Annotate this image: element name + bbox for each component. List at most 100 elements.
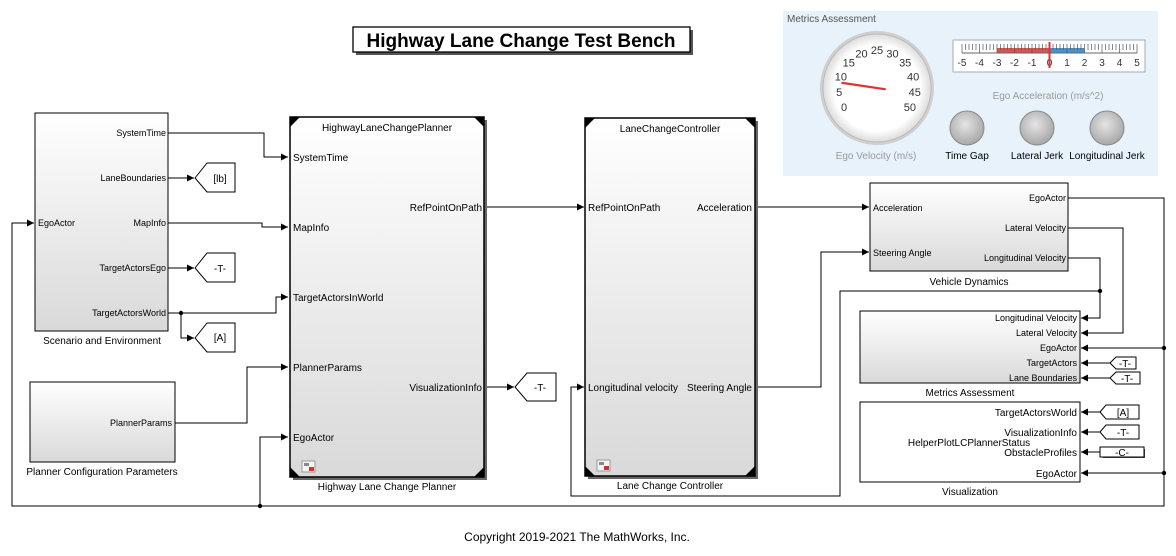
block-highway-lane-change-planner[interactable]: HighwayLaneChangePlanner SystemTime MapI… xyxy=(289,116,487,493)
port-refpointonpath-out: RefPointOnPath xyxy=(410,203,482,214)
port-systemtime-in: SystemTime xyxy=(293,153,349,164)
port-obstacleprofiles-in: ObstacleProfiles xyxy=(1004,448,1077,459)
accel-tick-label: 1 xyxy=(1064,58,1070,69)
block-label: Visualization xyxy=(942,487,998,498)
gauge-tick-label: 30 xyxy=(886,48,898,60)
port-mapinfo-out: MapInfo xyxy=(133,218,166,228)
gauge-tick-label: 0 xyxy=(841,102,847,114)
block-vehicle-dynamics[interactable]: Acceleration Steering Angle EgoActor Lat… xyxy=(869,182,1069,288)
tag-text: [lb] xyxy=(213,174,227,185)
from-tag-t-metrics-1[interactable]: -T- xyxy=(1109,356,1137,370)
block-label: Vehicle Dynamics xyxy=(930,277,1009,288)
port-targetactorsinworld-in: TargetActorsInWorld xyxy=(293,293,383,304)
signal-lines xyxy=(11,132,1165,507)
tag-text: -T- xyxy=(214,264,226,275)
accel-tick-label: 3 xyxy=(1099,58,1105,69)
gauge-tick-label: 50 xyxy=(904,102,916,114)
port-acceleration-in: Acceleration xyxy=(873,203,923,213)
port-laneboundaries-out: LaneBoundaries xyxy=(100,173,166,183)
ego-velocity-label: Ego Velocity (m/s) xyxy=(836,151,917,162)
from-tag-a-vis[interactable]: [A] xyxy=(1099,404,1140,420)
port-targetactorsworld-out: TargetActorsWorld xyxy=(92,308,166,318)
block-center-text: HelperPlotLCPlannerStatus xyxy=(908,438,1030,449)
constant-c[interactable]: -C- xyxy=(1099,446,1145,459)
gauge-tick-label: 40 xyxy=(907,71,919,83)
block-header: LaneChangeController xyxy=(620,124,721,135)
port-visualizationinfo-in: VisualizationInfo xyxy=(1004,428,1077,439)
block-label: Scenario and Environment xyxy=(43,336,161,347)
accel-tick-label: 2 xyxy=(1082,58,1088,69)
port-steering-angle-in: Steering Angle xyxy=(873,248,932,258)
gauge-tick-label: 10 xyxy=(835,71,847,83)
tag-text: [A] xyxy=(1117,408,1129,419)
accel-tick-label: 5 xyxy=(1134,58,1140,69)
gauge-tick-label: 45 xyxy=(909,87,921,99)
port-longitudinal-velocity-in: Longitudinal velocity xyxy=(588,383,678,394)
port-lateral-velocity-in: Lateral Velocity xyxy=(1016,328,1078,338)
port-lane-boundaries-in: Lane Boundaries xyxy=(1009,373,1078,383)
from-tag-t-vis[interactable]: -T- xyxy=(1099,424,1140,440)
port-plannerparams-in: PlannerParams xyxy=(293,363,362,374)
ego-acceleration-label: Ego Acceleration (m/s^2) xyxy=(993,91,1104,102)
gauge-tick-label: 15 xyxy=(843,58,855,70)
lamp-lateral-jerk[interactable]: Lateral Jerk xyxy=(1011,110,1064,162)
port-targetactorsworld-in: TargetActorsWorld xyxy=(995,408,1077,419)
model-title: Highway Lane Change Test Bench xyxy=(352,26,693,55)
accel-red-range xyxy=(997,48,1050,53)
block-label: Planner Configuration Parameters xyxy=(26,467,177,478)
branch-points xyxy=(178,288,1167,509)
block-metrics-assessment[interactable]: Longitudinal Velocity Lateral Velocity E… xyxy=(859,310,1081,399)
lamp-time-gap-label: Time Gap xyxy=(945,151,989,162)
model-reference-icon xyxy=(596,459,611,472)
port-targetactors-in: TargetActors xyxy=(1026,358,1077,368)
accel-tick-label: -5 xyxy=(958,58,967,69)
port-lateral-velocity-out: Lateral Velocity xyxy=(1005,223,1067,233)
tag-text: -T- xyxy=(1117,428,1129,439)
gauge-tick-label: 5 xyxy=(836,87,842,99)
lamp-time-gap[interactable]: Time Gap xyxy=(945,110,989,162)
goto-tag-a[interactable]: [A] xyxy=(194,322,236,353)
metrics-dashboard-title: Metrics Assessment xyxy=(787,14,876,25)
lamp-longitudinal-jerk-label: Longitudinal Jerk xyxy=(1069,151,1146,162)
port-egoactor-out: EgoActor xyxy=(1029,193,1066,203)
model-reference-icon xyxy=(301,460,316,473)
lamp-longitudinal-jerk[interactable]: Longitudinal Jerk xyxy=(1069,110,1146,162)
port-acceleration-out: Acceleration xyxy=(697,203,752,214)
ego-acceleration-strip[interactable]: -5-4-3-2-1012345 Ego Acceleration (m/s^2… xyxy=(952,39,1146,102)
tag-text: -T- xyxy=(534,383,546,394)
port-egoactor-in: EgoActor xyxy=(293,433,335,444)
port-refpointonpath-in: RefPointOnPath xyxy=(588,203,660,214)
from-tag-t-metrics-2[interactable]: -T- xyxy=(1109,371,1141,385)
block-planner-configuration[interactable]: PlannerParams Planner Configuration Para… xyxy=(26,381,178,478)
block-visualization[interactable]: TargetActorsWorld VisualizationInfo Help… xyxy=(859,401,1081,498)
port-systemtime-out: SystemTime xyxy=(116,128,166,138)
tag-text: [A] xyxy=(214,333,226,344)
port-mapinfo-in: MapInfo xyxy=(293,223,330,234)
gauge-tick-label: 20 xyxy=(855,48,867,60)
goto-tag-lb[interactable]: [lb] xyxy=(194,162,236,193)
block-lane-change-controller[interactable]: LaneChangeController RefPointOnPath Long… xyxy=(584,117,758,492)
accel-tick-label: -4 xyxy=(975,58,984,69)
model-title-text: Highway Lane Change Test Bench xyxy=(367,31,676,52)
port-longitudinal-velocity-in: Longitudinal Velocity xyxy=(995,313,1078,323)
block-scenario-environment[interactable]: EgoActor SystemTime LaneBoundaries MapIn… xyxy=(34,112,169,347)
goto-tag-t-planner[interactable]: -T- xyxy=(514,372,557,402)
port-longitudinal-velocity-out: Longitudinal Velocity xyxy=(984,253,1067,263)
block-label: Lane Change Controller xyxy=(617,481,724,492)
block-label: Metrics Assessment xyxy=(926,388,1015,399)
accel-tick-label: 4 xyxy=(1117,58,1123,69)
block-label: Highway Lane Change Planner xyxy=(318,482,457,493)
port-targetactorsego-out: TargetActorsEgo xyxy=(99,263,166,273)
goto-tag-t-scenario[interactable]: -T- xyxy=(194,252,236,283)
copyright-text: Copyright 2019-2021 The MathWorks, Inc. xyxy=(464,530,690,544)
accel-tick-label: -2 xyxy=(1010,58,1019,69)
lamp-lateral-jerk-label: Lateral Jerk xyxy=(1011,151,1064,162)
port-plannerparams-out: PlannerParams xyxy=(110,418,173,428)
gauge-tick-label: 35 xyxy=(899,58,911,70)
gauge-needle xyxy=(841,81,887,91)
tag-text: -T- xyxy=(1119,359,1131,370)
